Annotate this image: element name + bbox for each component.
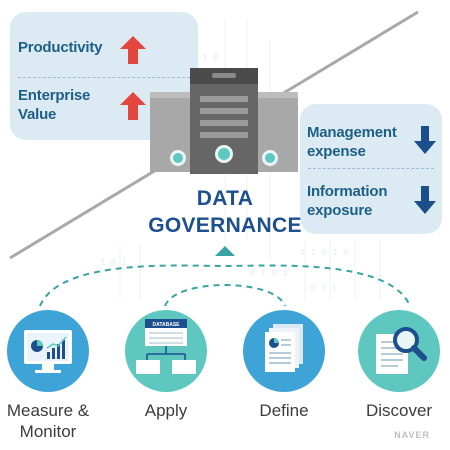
step-label-line: Discover <box>365 401 433 420</box>
triangle-up-icon <box>215 246 235 256</box>
define-step[interactable] <box>243 310 325 392</box>
exposure-line: exposure <box>307 202 373 219</box>
management-expense-label: Management expense <box>307 123 397 161</box>
svg-text:0 1 1: 0 1 1 <box>310 283 337 293</box>
svg-text:1 1 0 1 0: 1 1 0 1 0 <box>300 248 349 258</box>
define-label: Define <box>224 400 344 421</box>
document-search-icon <box>376 327 427 374</box>
apply-label: Apply <box>106 400 226 421</box>
svg-text:0 1 0 1: 0 1 0 1 <box>250 268 288 278</box>
up-arrow-icon <box>120 92 146 120</box>
benefits-down-panel <box>300 104 442 234</box>
management-line: Management <box>307 124 397 141</box>
up-arrow-icon <box>120 36 146 64</box>
measure-monitor-step[interactable] <box>7 310 89 392</box>
enterprise-line: Enterprise <box>18 87 91 104</box>
expense-line: expense <box>307 143 366 160</box>
monitor-chart-icon <box>24 330 72 373</box>
panel-divider <box>18 77 190 78</box>
step-label-line: Measure & <box>6 401 90 420</box>
panel-divider <box>308 168 434 169</box>
naver-watermark: NAVER <box>394 430 430 440</box>
value-line: Value <box>18 106 57 123</box>
documents-icon <box>265 324 303 372</box>
information-exposure-label: Information exposure <box>307 182 387 220</box>
process-connectors <box>39 246 411 307</box>
down-arrow-icon <box>414 186 436 214</box>
information-line: Information <box>307 183 388 200</box>
title-line-2: GOVERNANCE <box>148 214 302 237</box>
title-line-1: DATA <box>196 187 254 210</box>
step-label-line: Define <box>259 401 309 420</box>
apply-step[interactable]: DATABASE <box>125 310 207 392</box>
measure-monitor-label: Measure & Monitor <box>0 400 108 442</box>
discover-step[interactable] <box>358 310 440 392</box>
server-icon <box>150 68 298 174</box>
enterprise-value-label: Enterprise Value <box>18 86 90 124</box>
svg-text:1 0 1: 1 0 1 <box>100 258 127 268</box>
down-arrow-icon <box>414 126 436 154</box>
step-label-line: Monitor <box>19 422 77 441</box>
productivity-label: Productivity <box>18 39 103 56</box>
discover-label: Discover <box>339 400 450 421</box>
database-flow-icon: DATABASE <box>136 319 196 374</box>
database-label: DATABASE <box>152 322 180 328</box>
data-governance-title: DATA GOVERNANCE <box>145 185 305 239</box>
step-label-line: Apply <box>144 401 188 420</box>
